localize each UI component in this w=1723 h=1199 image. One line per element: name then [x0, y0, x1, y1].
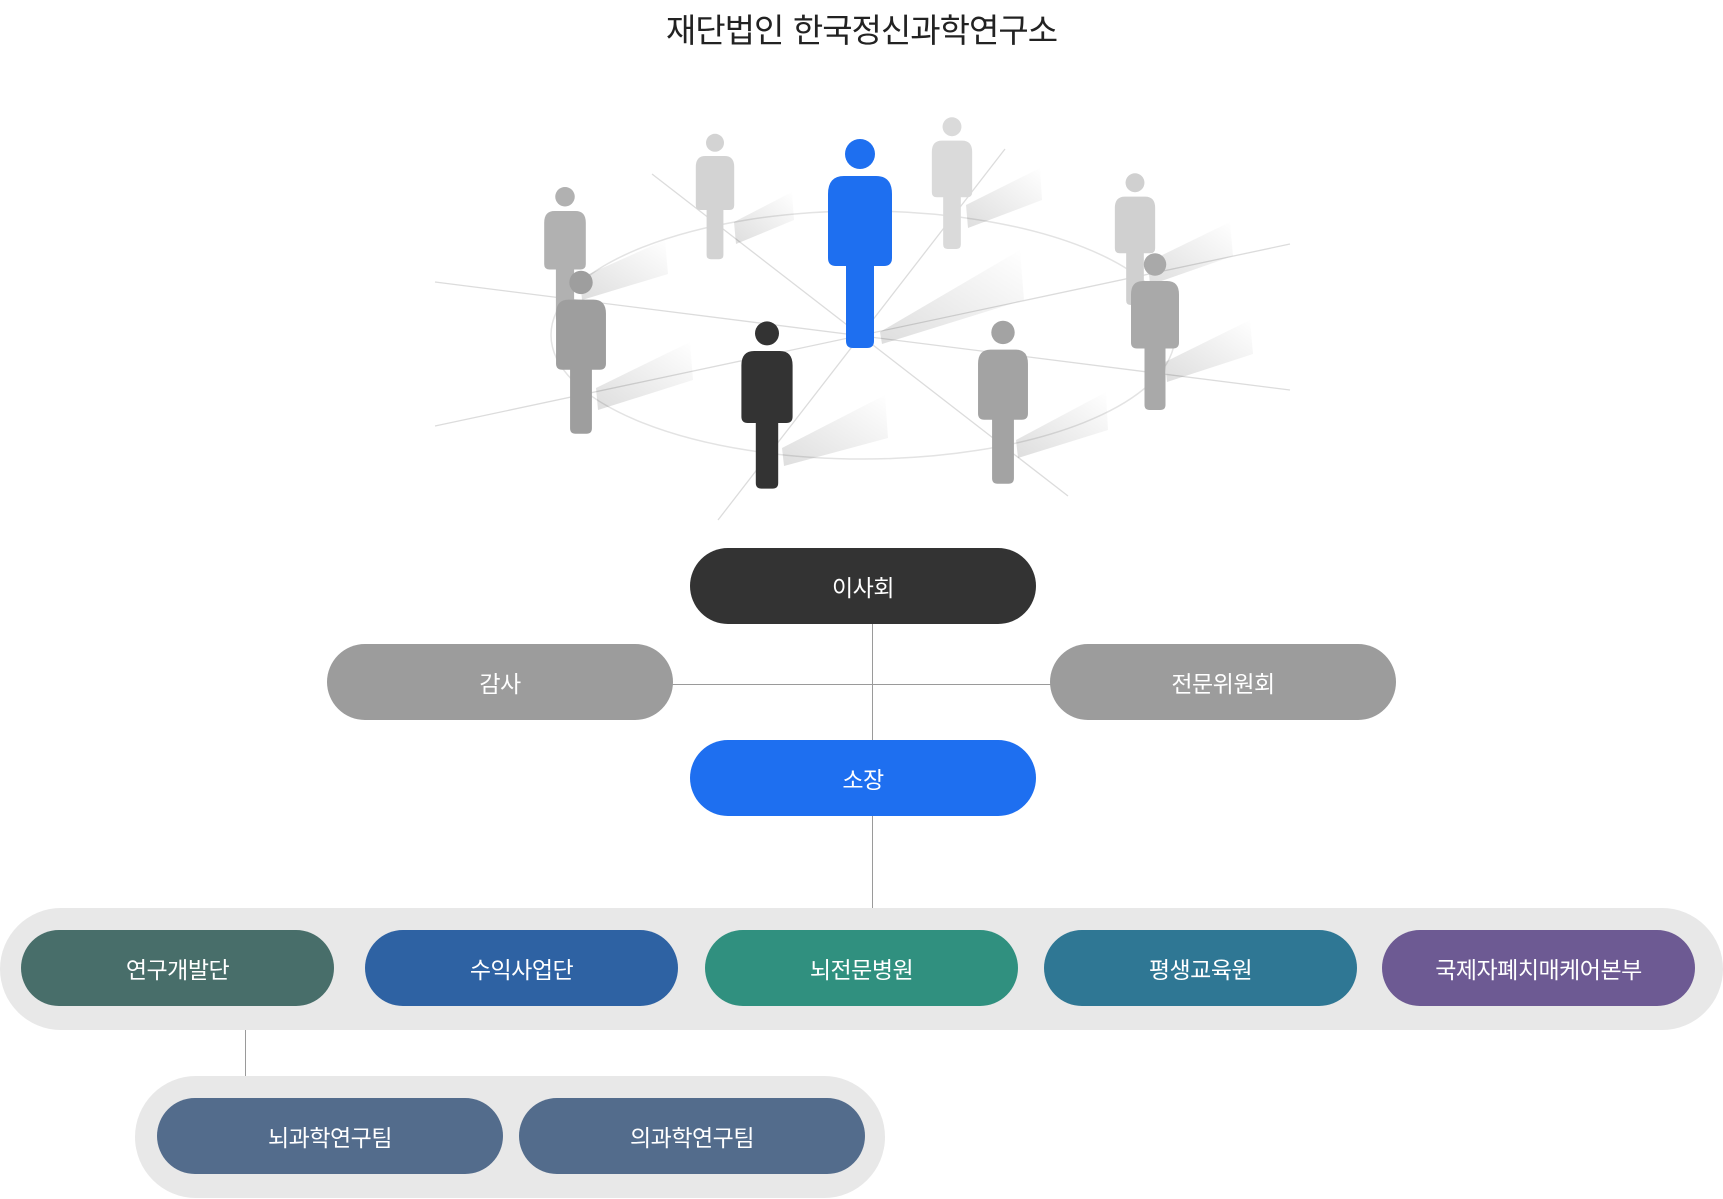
- connector-auditor-committee: [670, 684, 1052, 685]
- network-illustration: [434, 117, 1291, 521]
- person-icon: [556, 270, 693, 434]
- person-icon: [1131, 253, 1253, 410]
- board-node[interactable]: 이사회: [690, 548, 1036, 624]
- person-icon: [741, 321, 888, 489]
- connector-board-director: [872, 620, 873, 740]
- team-medical-science[interactable]: 의과학연구팀: [519, 1098, 865, 1174]
- division-rnd[interactable]: 연구개발단: [21, 930, 334, 1006]
- division-education[interactable]: 평생교육원: [1044, 930, 1357, 1006]
- connector-director-divisions: [872, 814, 873, 908]
- team-brain-science[interactable]: 뇌과학연구팀: [157, 1098, 503, 1174]
- director-node[interactable]: 소장: [690, 740, 1036, 816]
- page-title: 재단법인 한국정신과학연구소: [665, 11, 1058, 50]
- person-icon: [695, 133, 794, 260]
- division-brain-hospital[interactable]: 뇌전문병원: [705, 930, 1018, 1006]
- person-icon: [931, 117, 1042, 249]
- person-icon: [544, 186, 668, 323]
- connector-rnd-teams: [245, 1004, 246, 1076]
- person-icon: [1114, 173, 1233, 305]
- auditor-node[interactable]: 감사: [327, 644, 673, 720]
- committee-node[interactable]: 전문위원회: [1050, 644, 1396, 720]
- person-icon: [978, 320, 1108, 484]
- division-business[interactable]: 수익사업단: [365, 930, 678, 1006]
- division-autism-dementia[interactable]: 국제자폐치매케어본부: [1382, 930, 1695, 1006]
- person-icon: [828, 139, 1024, 348]
